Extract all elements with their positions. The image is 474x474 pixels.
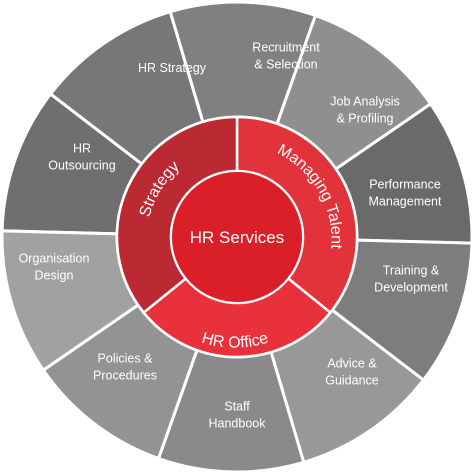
label-line: Guidance	[325, 374, 379, 388]
label-line: HR	[73, 142, 91, 156]
label-job-analysis-and-profiling: Job Analysis & Profiling	[330, 95, 399, 126]
label-recruitment-and-selection: Recruitment & Selection	[252, 41, 320, 72]
label-line: Management	[369, 195, 442, 209]
label-line: Outsourcing	[48, 159, 115, 173]
center-hub: HR Services	[170, 170, 304, 304]
label-line: Development	[374, 281, 448, 295]
label-line: HR Strategy	[138, 61, 207, 75]
label-line: Performance	[369, 178, 441, 192]
label-line: & Selection	[254, 58, 317, 72]
label-line: Organisation	[19, 252, 90, 266]
label-line: Staff	[224, 400, 250, 414]
center-circle[interactable]	[170, 170, 304, 304]
label-line: Handbook	[209, 417, 267, 431]
label-line: Procedures	[93, 369, 157, 383]
label-line: & Profiling	[337, 112, 394, 126]
label-training-and-development: Training & Development	[374, 264, 448, 295]
label-line: Advice &	[327, 357, 377, 371]
inner-ring: Managing Talent HR Office Strategy	[115, 115, 359, 359]
label-policies-and-procedures: Policies & Procedures	[93, 352, 157, 383]
label-line: Design	[35, 269, 74, 283]
center-label: HR Services	[190, 228, 284, 247]
label-hr-strategy: HR Strategy	[138, 61, 207, 75]
label-line: Recruitment	[252, 41, 320, 55]
label-hr-outsourcing: HR Outsourcing	[48, 142, 115, 173]
hr-office-label: HR Office	[200, 330, 270, 352]
label-advice-and-guidance: Advice & Guidance	[325, 357, 379, 388]
label-line: Job Analysis	[330, 95, 399, 109]
label-line: Training &	[383, 264, 440, 278]
label-line: Policies &	[98, 352, 154, 366]
